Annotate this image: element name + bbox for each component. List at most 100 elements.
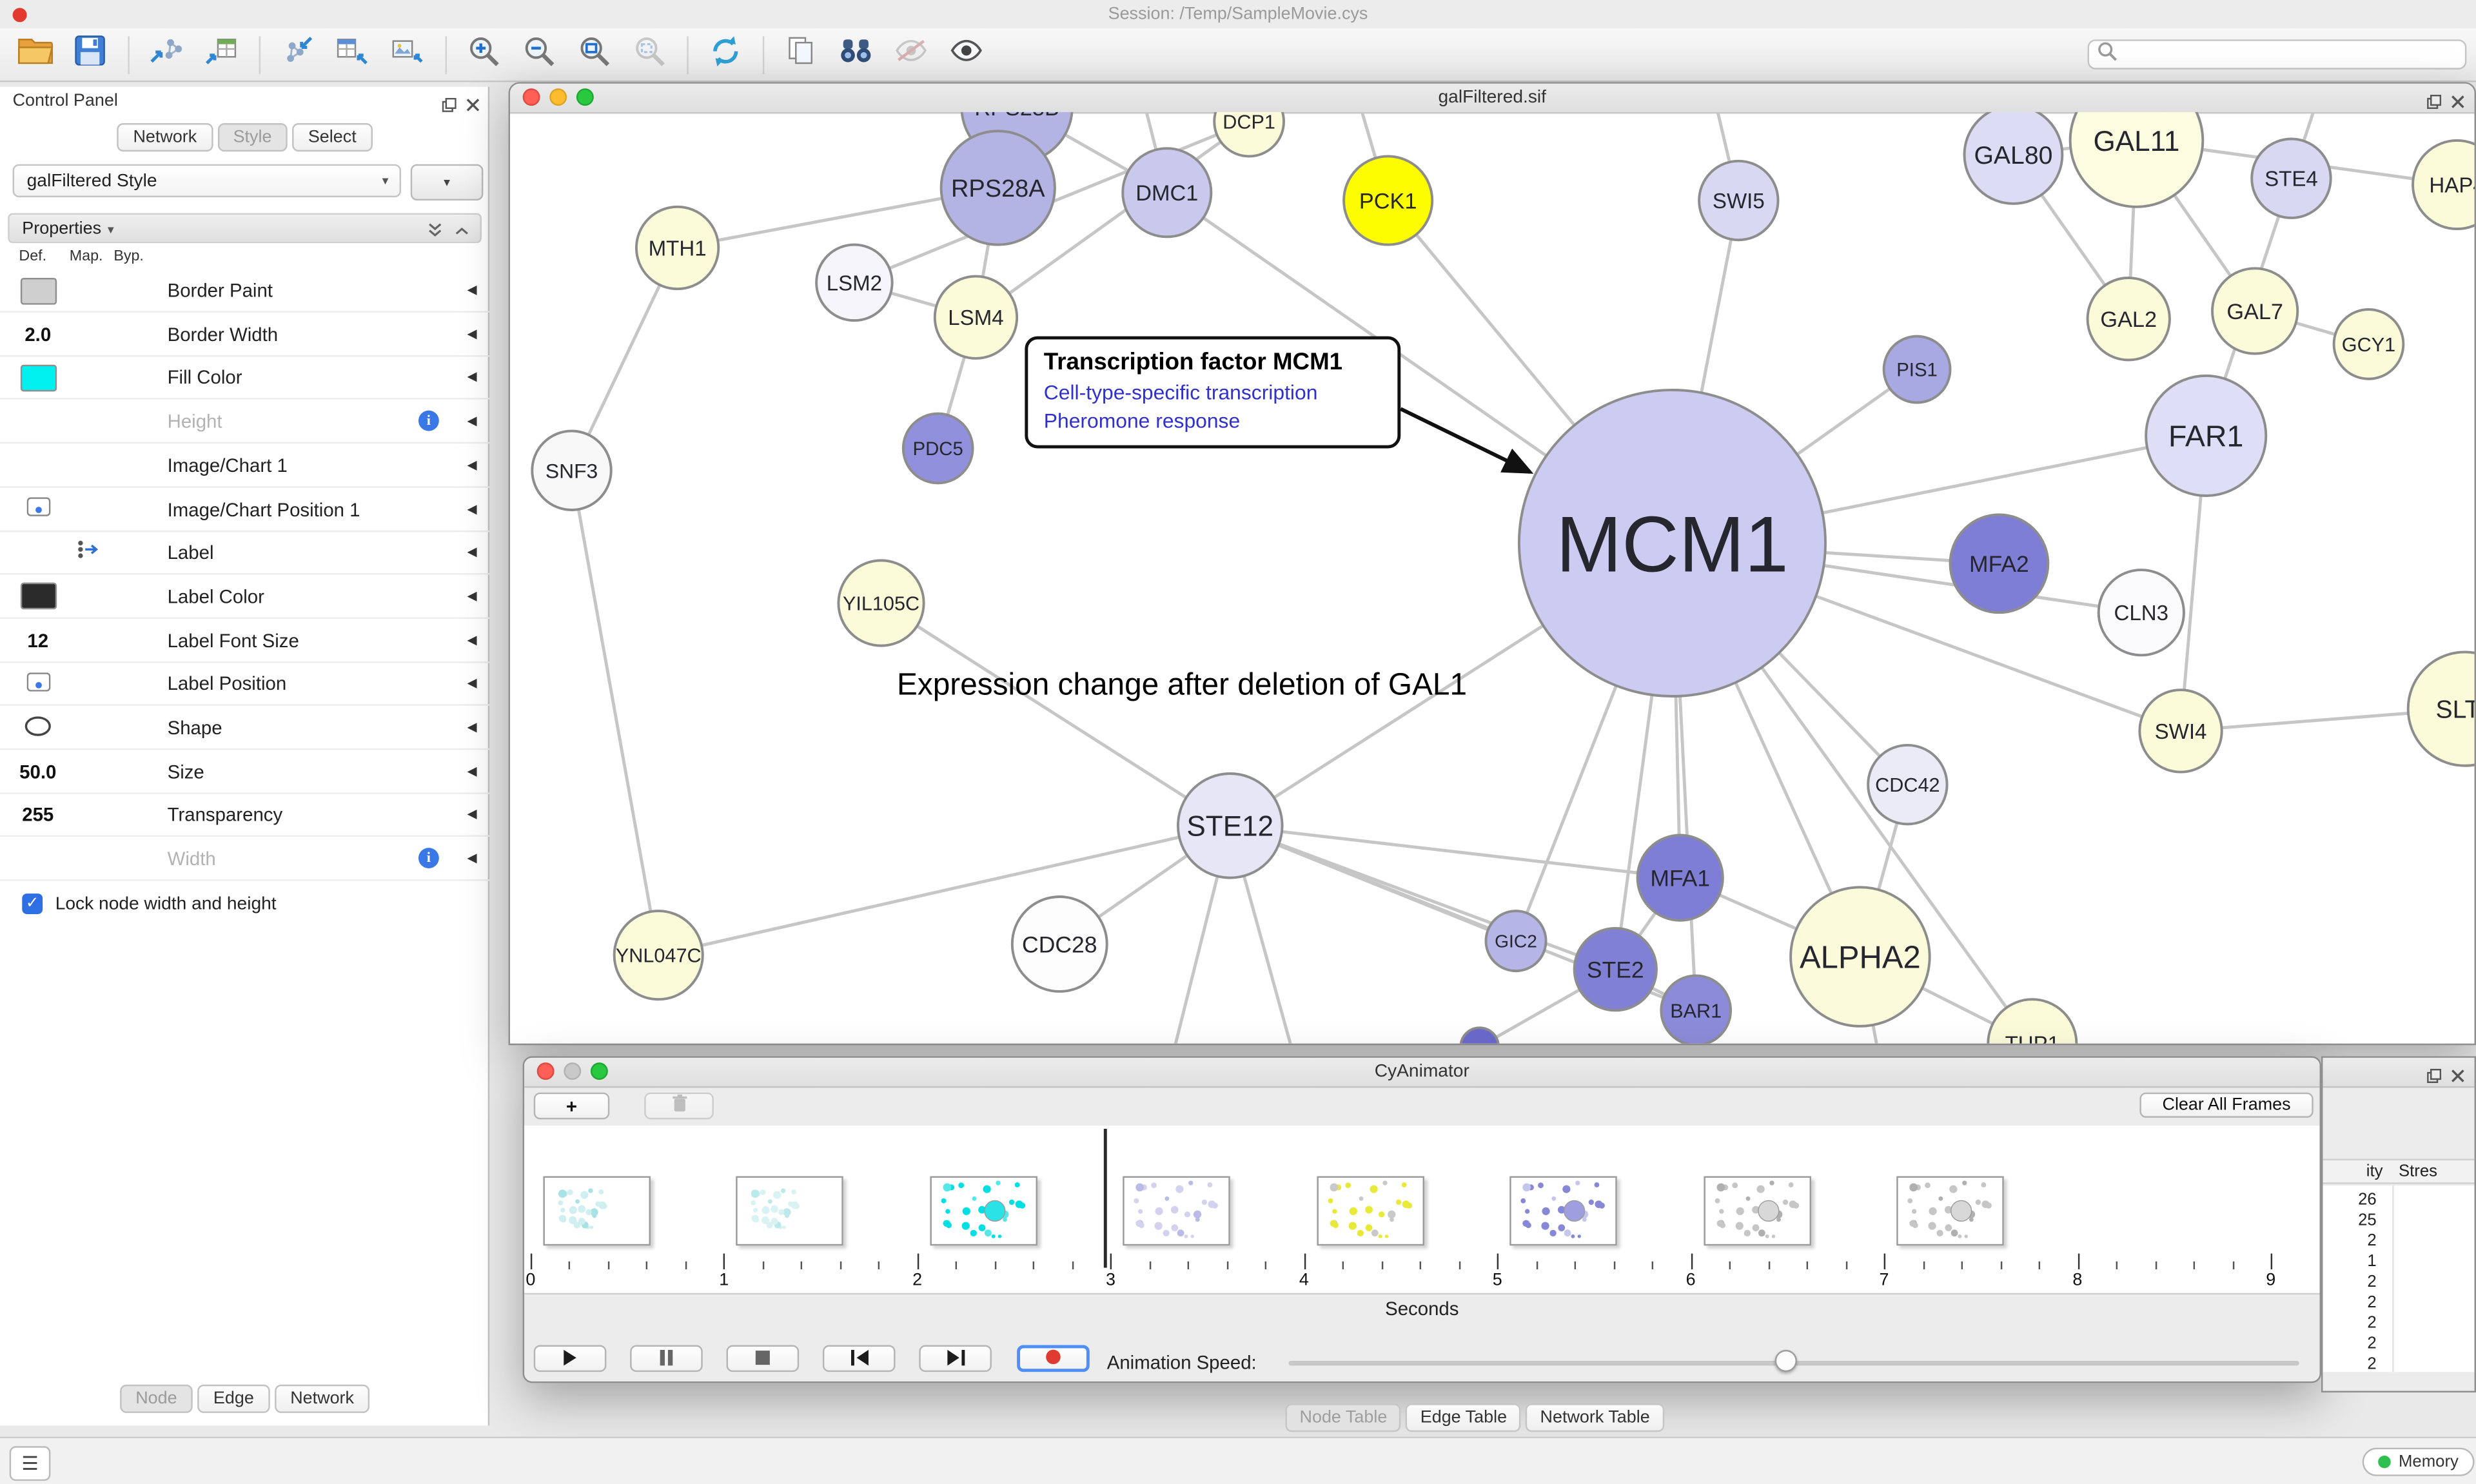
- delete-frame-button[interactable]: [644, 1092, 714, 1120]
- export-table-button[interactable]: [330, 32, 375, 77]
- node-PDC5[interactable]: [901, 412, 974, 485]
- node-STE12[interactable]: [1176, 772, 1284, 879]
- annotation-link-1[interactable]: Cell-type-specific transcription: [1043, 380, 1318, 404]
- node-CDC28[interactable]: [1010, 895, 1108, 993]
- export-image-button[interactable]: [386, 32, 430, 77]
- search-box[interactable]: [2087, 39, 2467, 70]
- export-network-button[interactable]: [275, 32, 319, 77]
- expand-left-icon[interactable]: ◀: [467, 719, 477, 734]
- default-value-cell[interactable]: [15, 406, 60, 438]
- clear-all-frames-button[interactable]: Clear All Frames: [2139, 1092, 2314, 1118]
- node-SLT2[interactable]: [2406, 650, 2475, 767]
- slider-knob[interactable]: [1774, 1349, 1797, 1372]
- frame-thumbnail-2[interactable]: [930, 1176, 1037, 1246]
- minimize-traffic-icon[interactable]: [549, 88, 567, 106]
- node-DCP1[interactable]: [1213, 112, 1285, 158]
- table-cell-value[interactable]: 1: [2367, 1252, 2377, 1271]
- first-neighbors-button[interactable]: [834, 32, 878, 77]
- float-icon[interactable]: [442, 93, 457, 121]
- node-MFA1[interactable]: [1636, 834, 1724, 922]
- network-window-titlebar[interactable]: galFiltered.sif: [510, 83, 2475, 114]
- expand-left-icon[interactable]: ◀: [467, 282, 477, 297]
- expand-left-icon[interactable]: ◀: [467, 370, 477, 385]
- default-value-cell[interactable]: 2.0: [25, 323, 52, 346]
- column-header-centrality[interactable]: ity: [2366, 1162, 2383, 1181]
- node-GIC2[interactable]: [1484, 910, 1548, 973]
- expand-left-icon[interactable]: ◀: [467, 501, 477, 516]
- node-SWI4[interactable]: [2138, 688, 2223, 774]
- expand-left-icon[interactable]: ◀: [467, 545, 477, 560]
- zoom-fit-button[interactable]: [572, 32, 616, 77]
- expand-left-icon[interactable]: ◀: [467, 632, 477, 647]
- mapping-cell[interactable]: [70, 406, 108, 438]
- node-GCY1[interactable]: [2332, 308, 2405, 380]
- import-table-button[interactable]: [199, 32, 244, 77]
- tab-node[interactable]: Node: [119, 1384, 193, 1413]
- collapse-all-icon[interactable]: [426, 219, 444, 249]
- expand-left-icon[interactable]: ◀: [467, 763, 477, 778]
- skip-end-button[interactable]: [919, 1345, 992, 1372]
- info-icon[interactable]: i: [418, 848, 439, 869]
- record-button[interactable]: [1017, 1345, 1090, 1372]
- table-cell-value[interactable]: 2: [2367, 1354, 2377, 1374]
- property-row-image-chart-position-1[interactable]: Image/Chart Position 1◀: [0, 487, 490, 532]
- float-icon[interactable]: [2427, 90, 2442, 119]
- expand-left-icon[interactable]: ◀: [467, 413, 477, 428]
- property-row-shape[interactable]: Shape◀: [0, 706, 490, 750]
- node-RPS28A[interactable]: [939, 130, 1056, 246]
- property-row-label-position[interactable]: Label Position◀: [0, 662, 490, 707]
- tab-network-table[interactable]: Network Table: [1526, 1403, 1664, 1432]
- property-row-image-chart-1[interactable]: Image/Chart 1◀: [0, 444, 490, 488]
- expand-left-icon[interactable]: ◀: [467, 676, 477, 690]
- default-value-cell[interactable]: [15, 493, 60, 525]
- frame-thumbnail-4[interactable]: [1316, 1176, 1424, 1246]
- lock-size-row[interactable]: ✓ Lock node width and height: [22, 893, 277, 914]
- node-BAR1[interactable]: [1660, 974, 1733, 1044]
- default-value-cell[interactable]: 50.0: [19, 760, 57, 783]
- zoom-in-button[interactable]: [461, 32, 506, 77]
- network-graph[interactable]: RPS28BDCP1PCK1SWI5GAL80GAL11STE4HAP4RPS2…: [510, 112, 2475, 1044]
- mapping-cell[interactable]: [70, 581, 108, 612]
- edge-DCP1-LSM4[interactable]: [975, 120, 1250, 319]
- expand-left-icon[interactable]: ◀: [467, 457, 477, 472]
- minimize-traffic-icon[interactable]: [564, 1062, 582, 1080]
- hide-selected-button[interactable]: [889, 32, 934, 77]
- info-icon[interactable]: i: [418, 410, 439, 431]
- default-value-cell[interactable]: 255: [22, 804, 54, 826]
- table-cell-value[interactable]: 26: [2358, 1190, 2377, 1209]
- node-MTH1[interactable]: [634, 205, 720, 291]
- node-NODE1[interactable]: [1459, 1026, 1500, 1044]
- expand-left-icon[interactable]: ◀: [467, 851, 477, 866]
- node-DMC1[interactable]: [1121, 147, 1213, 239]
- default-value-cell[interactable]: [15, 537, 60, 569]
- frame-thumbnail-5[interactable]: [1509, 1176, 1618, 1246]
- mapping-cell[interactable]: [70, 537, 108, 569]
- annotation-link-2[interactable]: Pheromone response: [1043, 409, 1241, 433]
- refresh-button[interactable]: [703, 32, 747, 77]
- tab-node-table[interactable]: Node Table: [1285, 1403, 1402, 1432]
- node-MFA2[interactable]: [1949, 513, 2050, 614]
- node-GAL2[interactable]: [2086, 277, 2171, 362]
- default-value-cell[interactable]: [15, 275, 60, 306]
- frame-thumbnail-0[interactable]: [543, 1176, 651, 1246]
- close-icon[interactable]: [2451, 90, 2465, 119]
- zoom-traffic-icon[interactable]: [576, 88, 594, 106]
- table-cell-value[interactable]: 2: [2367, 1272, 2377, 1292]
- properties-header[interactable]: Properties▾: [8, 213, 482, 244]
- node-FAR1[interactable]: [2145, 374, 2268, 497]
- close-icon[interactable]: [2451, 1064, 2465, 1093]
- mapping-cell[interactable]: [70, 318, 108, 350]
- node-LSM2[interactable]: [815, 243, 894, 322]
- node-HAP4[interactable]: [2412, 139, 2475, 231]
- node-PCK1[interactable]: [1342, 155, 1434, 246]
- mapping-cell[interactable]: [70, 362, 108, 394]
- close-icon[interactable]: [466, 93, 480, 121]
- node-CDC42[interactable]: [1867, 743, 1949, 826]
- zoom-selected-button[interactable]: [627, 32, 671, 77]
- float-icon[interactable]: [2427, 1064, 2442, 1093]
- default-value-cell[interactable]: [15, 712, 60, 743]
